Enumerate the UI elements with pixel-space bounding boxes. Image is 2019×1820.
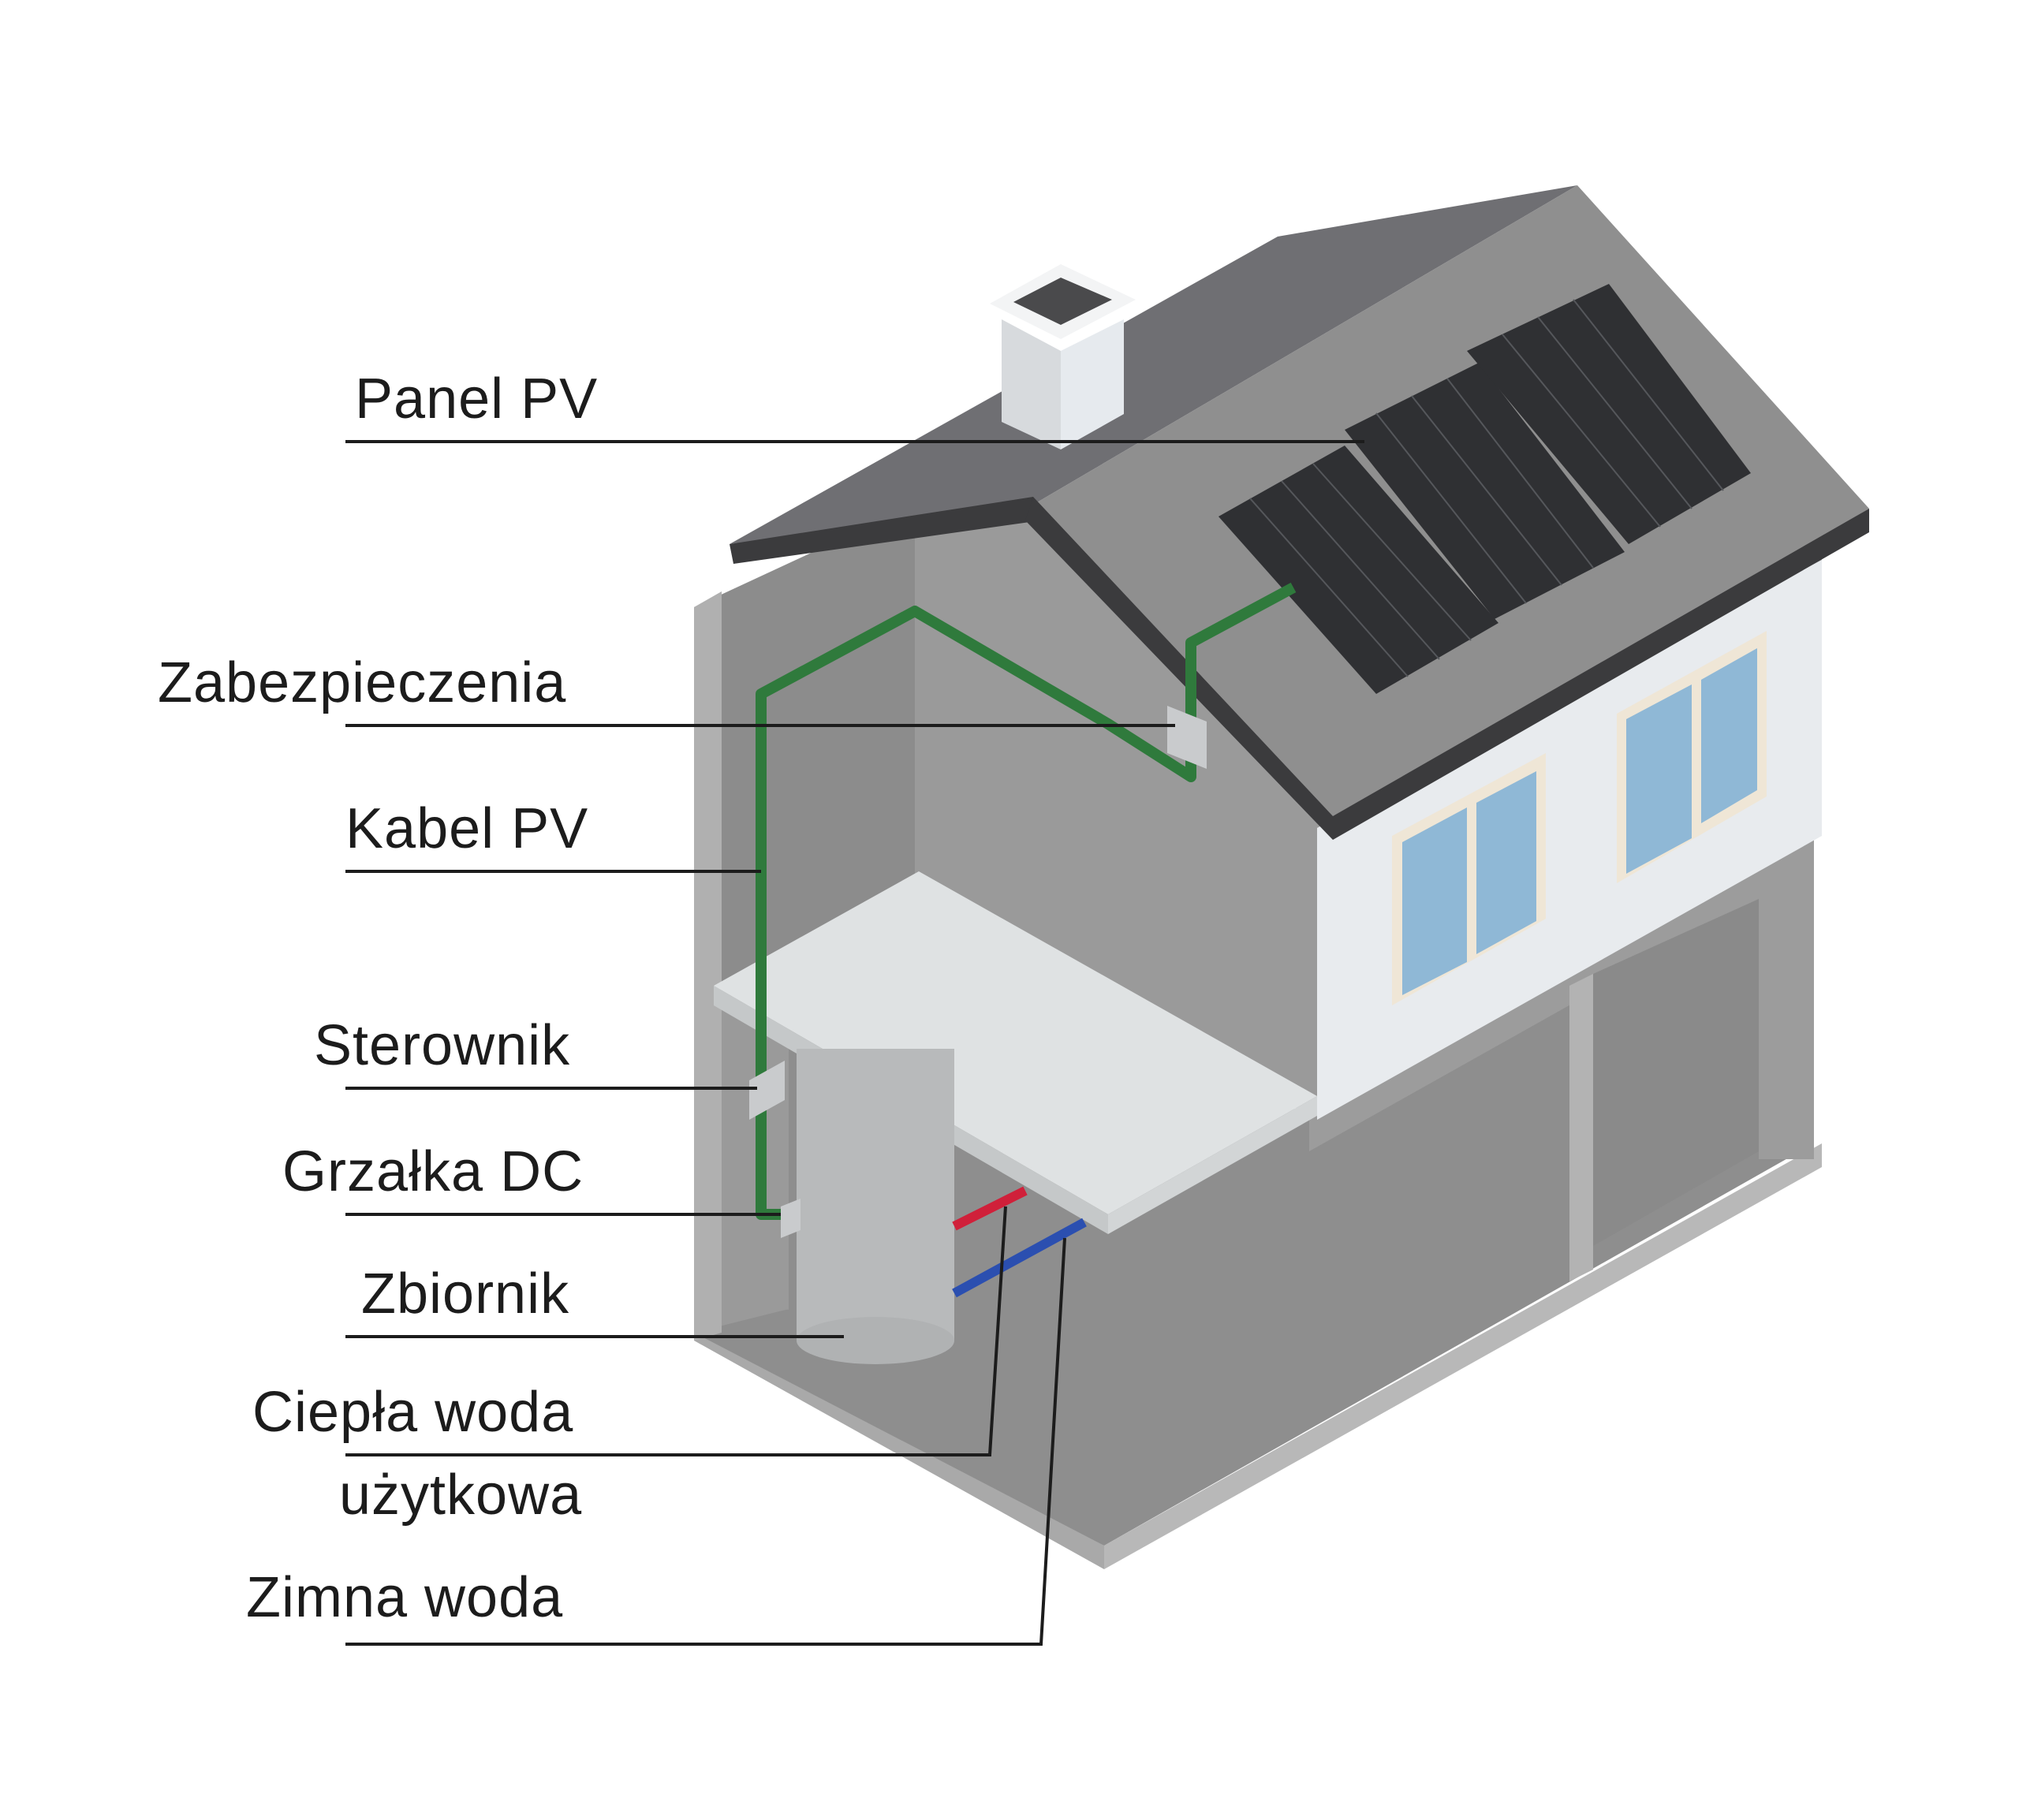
solar-panel-3	[1467, 284, 1751, 544]
leader-zimna-woda	[345, 1237, 1066, 1646]
solar-panel-grid	[1249, 299, 1724, 677]
ground-floor-right-wall	[1309, 836, 1814, 1159]
upper-floor-back-wall	[915, 505, 1317, 1120]
label-panel-pv: Panel PV	[355, 367, 599, 431]
chimney-right	[1061, 319, 1124, 449]
label-ciepla-woda-line2: użytkowa	[339, 1464, 583, 1527]
solar-panel-1	[1218, 446, 1498, 694]
label-ciepla-woda-line1: Ciepła woda	[252, 1381, 574, 1444]
label-sterownik: Sterownik	[314, 1014, 571, 1077]
label-zimna-woda: Zimna woda	[246, 1566, 564, 1629]
label-kabel-pv: Kabel PV	[345, 797, 589, 860]
house-base-right	[1104, 1143, 1822, 1569]
roof-eave-left	[730, 497, 1041, 564]
chimney-opening	[1013, 278, 1112, 325]
leader-lines	[345, 440, 1364, 1646]
controller-box	[749, 1061, 785, 1120]
window-right	[1617, 631, 1767, 883]
leader-ciepla-woda	[345, 1206, 1007, 1456]
solar-panel-2	[1345, 363, 1625, 619]
label-zbiornik: Zbiornik	[361, 1262, 570, 1326]
hot-water-pipe	[952, 1186, 1028, 1231]
floor-slab-top	[714, 871, 1317, 1214]
protection-box	[1167, 706, 1207, 769]
chimney-left	[1002, 319, 1061, 449]
window-left	[1392, 753, 1546, 1005]
dc-heater-box	[781, 1199, 801, 1238]
label-grzalka-dc: Grzałka DC	[282, 1140, 584, 1203]
ground-floor-back-room	[1593, 899, 1759, 1246]
wall-edge-left	[694, 591, 722, 1341]
floor-slab-edge-right	[1108, 1096, 1317, 1234]
water-tank	[797, 1049, 954, 1364]
ground-floor-room-divider	[1569, 974, 1593, 1281]
upper-floor-left-wall	[694, 505, 915, 1001]
cold-water-pipe	[952, 1218, 1087, 1298]
label-zabezpieczenia: Zabezpieczenia	[158, 651, 567, 714]
roof-left-slope	[730, 185, 1577, 544]
